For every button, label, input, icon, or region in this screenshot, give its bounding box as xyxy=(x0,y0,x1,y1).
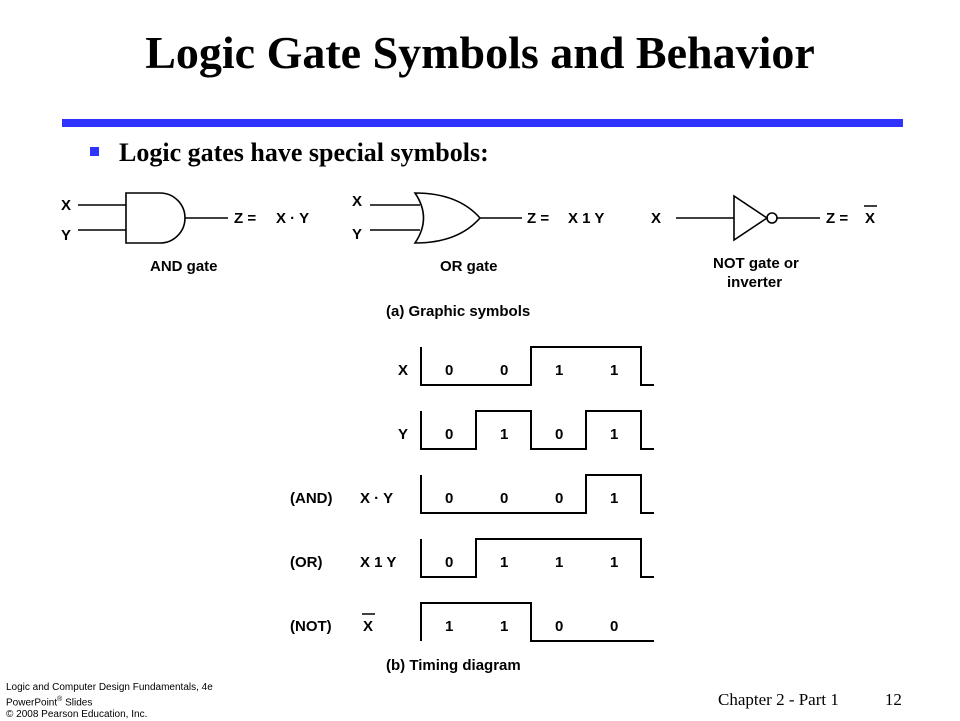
page-number: 12 xyxy=(884,690,902,709)
timing-value: 0 xyxy=(445,362,453,379)
timing-row-prefix: (OR) xyxy=(290,554,323,571)
timing-row-prefix: (AND) xyxy=(290,490,333,507)
timing-row-signal: X xyxy=(398,362,408,379)
timing-row-signal: X · Y xyxy=(360,490,393,507)
timing-value: 0 xyxy=(500,490,508,507)
timing-value: 0 xyxy=(610,618,618,635)
timing-value: 1 xyxy=(610,554,618,571)
waveform xyxy=(420,474,654,514)
or-output-lhs: Z = xyxy=(527,210,549,227)
footer-registered-mark: ® xyxy=(57,696,63,703)
or-output-expression: X 1 Y xyxy=(568,210,604,227)
waveform xyxy=(420,410,654,450)
timing-row-signal: Y xyxy=(398,426,408,443)
timing-value: 1 xyxy=(500,426,508,443)
graphic-symbols-caption: (a) Graphic symbols xyxy=(386,303,530,320)
timing-value: 0 xyxy=(445,554,453,571)
bullet-item: Logic gates have special symbols: xyxy=(90,138,489,168)
timing-value: 0 xyxy=(555,426,563,443)
timing-value: 0 xyxy=(500,362,508,379)
timing-row: X 0 0 1 1 xyxy=(398,346,654,386)
footer-chapter: Chapter 2 - Part 1 xyxy=(718,690,839,709)
footer-powerpoint: PowerPoint xyxy=(6,697,58,709)
or-gate-label: OR gate xyxy=(440,258,498,275)
not-gate-bubble xyxy=(766,212,778,224)
and-gate-label: AND gate xyxy=(150,258,218,275)
footer-slides-line: PowerPoint® Slides xyxy=(6,694,213,709)
timing-row-signal: X xyxy=(363,618,373,635)
timing-value: 1 xyxy=(500,554,508,571)
and-output-lhs: Z = xyxy=(234,210,256,227)
not-output-expression: X xyxy=(865,210,875,227)
timing-value: 0 xyxy=(555,490,563,507)
waveform xyxy=(420,602,654,642)
timing-value: 0 xyxy=(445,490,453,507)
not-gate-symbol xyxy=(676,194,820,242)
slide-title: Logic Gate Symbols and Behavior xyxy=(145,27,815,78)
and-input-y-label: Y xyxy=(61,227,71,244)
title-underline xyxy=(62,119,903,127)
or-input-y-label: Y xyxy=(352,226,362,243)
footer-slides-suffix: Slides xyxy=(62,697,93,709)
timing-value: 1 xyxy=(610,362,618,379)
timing-value: 0 xyxy=(555,618,563,635)
not-gate-label-line2: inverter xyxy=(727,274,782,291)
footer-chapter-info: Chapter 2 - Part 1 12 xyxy=(718,690,902,710)
or-input-x-label: X xyxy=(352,193,362,210)
and-input-x-label: X xyxy=(61,197,71,214)
timing-value: 0 xyxy=(445,426,453,443)
waveform xyxy=(420,538,654,578)
timing-row: (AND) X · Y 0 0 0 1 xyxy=(290,474,654,514)
or-gate-symbol xyxy=(370,192,522,244)
and-gate-symbol xyxy=(78,192,228,244)
footer-book-title: Logic and Computer Design Fundamentals, … xyxy=(6,682,213,693)
timing-diagram-caption: (b) Timing diagram xyxy=(386,657,521,674)
footer-credits: Logic and Computer Design Fundamentals, … xyxy=(6,682,213,721)
timing-row: (NOT) X 1 1 0 0 xyxy=(290,602,654,642)
or-gate-body xyxy=(413,192,482,244)
timing-value: 1 xyxy=(500,618,508,635)
and-gate-body xyxy=(125,192,186,244)
and-output-expression: X · Y xyxy=(276,210,309,227)
timing-row: Y 0 1 0 1 xyxy=(398,410,654,450)
not-input-x-label: X xyxy=(651,210,661,227)
timing-value: 1 xyxy=(610,490,618,507)
timing-value: 1 xyxy=(445,618,453,635)
timing-row-prefix: (NOT) xyxy=(290,618,332,635)
waveform xyxy=(420,346,654,386)
timing-row-signal: X 1 Y xyxy=(360,554,396,571)
not-gate-label-line1: NOT gate or xyxy=(713,255,799,272)
not-output-lhs: Z = xyxy=(826,210,848,227)
timing-value: 1 xyxy=(610,426,618,443)
not-gate-body xyxy=(733,194,769,242)
timing-row: (OR) X 1 Y 0 1 1 1 xyxy=(290,538,654,578)
bullet-text: Logic gates have special symbols: xyxy=(119,138,489,167)
timing-value: 1 xyxy=(555,554,563,571)
timing-value: 1 xyxy=(555,362,563,379)
square-bullet-icon xyxy=(90,147,99,156)
footer-copyright: © 2008 Pearson Education, Inc. xyxy=(6,709,148,721)
